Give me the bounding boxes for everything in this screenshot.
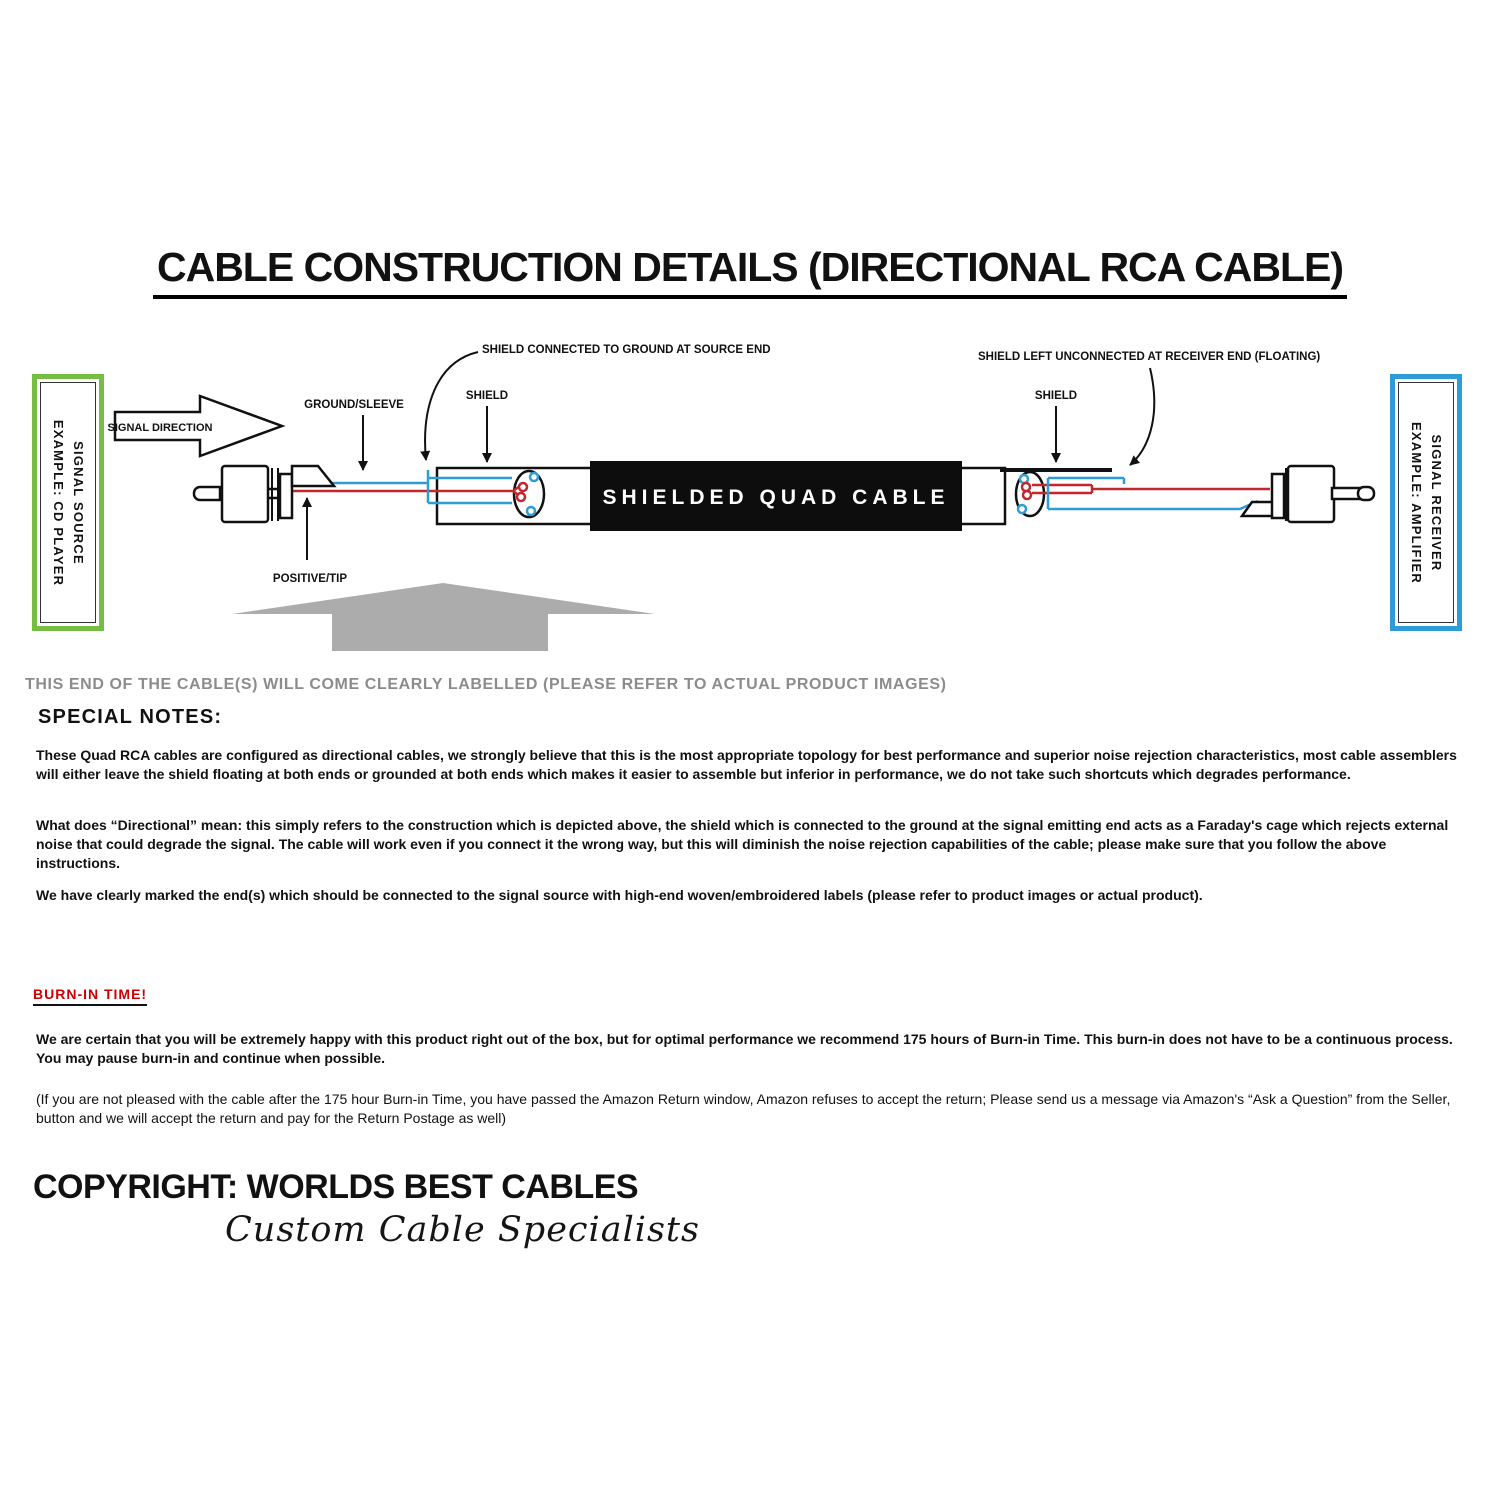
shield-connected-label: SHIELD CONNECTED TO GROUND AT SOURCE END <box>482 344 771 356</box>
signal-source-line2: EXAMPLE: CD PLAYER <box>51 419 66 586</box>
shield-left-label: SHIELD <box>466 390 508 402</box>
ground-sleeve-label: GROUND/SLEEVE <box>304 399 404 411</box>
special-notes-paragraph-3: We have clearly marked the end(s) which … <box>36 887 1203 903</box>
rca-connector-right <box>1239 464 1376 524</box>
signal-receiver-box-inner <box>1398 382 1454 623</box>
gray-up-arrow <box>232 583 655 651</box>
signal-source-box: SIGNAL SOURCE EXAMPLE: CD PLAYER <box>32 374 104 631</box>
signal-direction-arrow <box>113 394 286 458</box>
special-notes-paragraph-2: What does “Directional” mean: this simpl… <box>36 817 1449 871</box>
conductor-dot <box>1018 473 1030 485</box>
special-notes-heading: SPECIAL NOTES: <box>38 706 223 728</box>
cable-diagram: SIGNAL DIRECTION SHIELDED QUAD CABLE <box>108 344 1376 651</box>
title-wrap: CABLE CONSTRUCTION DETAILS (DIRECTIONAL … <box>0 244 1500 299</box>
burn-in-heading: BURN-IN TIME! <box>33 986 148 1006</box>
special-notes-paragraph-1: These Quad RCA cables are configured as … <box>36 747 1457 782</box>
conductor-dot <box>528 471 540 483</box>
signal-direction-label: SIGNAL DIRECTION <box>108 422 213 434</box>
conductor-dot <box>515 491 527 503</box>
signal-source-line1: SIGNAL SOURCE <box>71 440 87 565</box>
signal-receiver-text: SIGNAL RECEIVER EXAMPLE: AMPLIFIER <box>1406 380 1446 625</box>
shield-right-label: SHIELD <box>1035 390 1077 402</box>
signal-receiver-line2: EXAMPLE: AMPLIFIER <box>1409 421 1424 584</box>
rca-connector-left <box>192 464 337 524</box>
signal-receiver-line1: SIGNAL RECEIVER <box>1429 434 1445 571</box>
conductor-dot <box>525 505 537 517</box>
signal-receiver-box: SIGNAL RECEIVER EXAMPLE: AMPLIFIER <box>1390 374 1462 631</box>
burn-in-paragraph-bold: We are certain that you will be extremel… <box>36 1031 1453 1066</box>
cable-jacket <box>590 461 962 531</box>
conductor-dot <box>1016 503 1028 515</box>
tagline-script: Custom Cable Specialists <box>225 1210 700 1250</box>
burn-in-paragraph-regular: (If you are not pleased with the cable a… <box>36 1091 1451 1126</box>
positive-wire-right <box>1032 483 1270 495</box>
copyright-line: COPYRIGHT: WORLDS BEST CABLES <box>33 1168 639 1206</box>
conductor-dot <box>1021 489 1033 501</box>
conductor-dot <box>517 481 529 493</box>
shield-floating-arrow <box>1129 367 1156 466</box>
page-title: CABLE CONSTRUCTION DETAILS (DIRECTIONAL … <box>152 244 1348 299</box>
signal-source-box-inner <box>40 382 96 623</box>
ground-wire-left <box>330 470 512 505</box>
signal-source-text: SIGNAL SOURCE EXAMPLE: CD PLAYER <box>48 380 88 625</box>
positive-tip-label: POSITIVE/TIP <box>273 573 347 585</box>
ground-wire-right <box>1046 476 1259 511</box>
shield-floating-label: SHIELD LEFT UNCONNECTED AT RECEIVER END … <box>978 351 1320 363</box>
conductor-dot <box>1020 481 1032 493</box>
shield-connected-arrow <box>420 351 479 461</box>
cable-name-label: SHIELDED QUAD CABLE <box>602 486 949 509</box>
labelled-end-caption: THIS END OF THE CABLE(S) WILL COME CLEAR… <box>25 676 947 693</box>
